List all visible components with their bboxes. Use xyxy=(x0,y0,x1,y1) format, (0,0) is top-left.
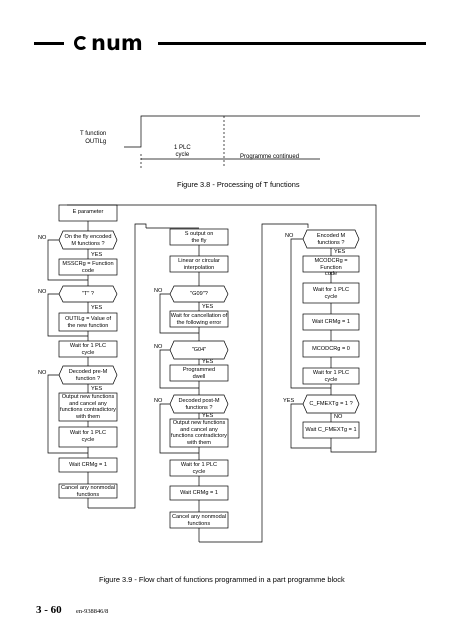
s-output-box: S output on the fly xyxy=(184,231,214,244)
wait-plc-box-3: Wait for 1 PLC cycle xyxy=(180,462,218,475)
linear-interp-box: Linear or circular interpolation xyxy=(178,258,220,271)
mcod0-box: MCODCRg = 0 xyxy=(312,346,350,352)
yes-label: YES xyxy=(202,359,214,365)
yes-label: YES xyxy=(334,249,346,255)
mss-box: MSSCRg = Function code xyxy=(62,261,114,274)
mcod-box: MCODCRg = Function code xyxy=(314,258,348,278)
programme-continued-label: Programme continued xyxy=(240,154,300,160)
no-label: NO xyxy=(38,370,47,376)
programmed-dwell-box: Programmed dwell xyxy=(182,367,216,380)
no-label: NO xyxy=(285,233,294,239)
yes-label: YES xyxy=(202,413,214,419)
wait-plc-box-4: Wait for 1 PLC cycle xyxy=(312,287,350,300)
no-label: NO xyxy=(38,235,47,241)
num-logo-text: num xyxy=(91,31,143,55)
decoded-pre-decision: Decoded pre-M function ? xyxy=(68,369,108,382)
yes-label: YES xyxy=(91,386,103,392)
no-label: NO xyxy=(38,289,47,295)
yes-label: YES xyxy=(202,304,214,310)
yes-label: YES xyxy=(91,305,103,311)
wait-crm-box-1: Wait CRMg = 1 xyxy=(69,462,107,468)
num-logo: num xyxy=(74,31,143,55)
wait-crm-box-2: Wait CRMg = 1 xyxy=(180,490,218,496)
c-fmext-decision: C_FMEXTg = 1 ? xyxy=(309,401,353,407)
wait-c-fmext-box: Wait C_FMEXTg = 1 xyxy=(305,427,357,433)
document-reference: en-938846/8 xyxy=(76,608,109,615)
t-function-label: T function OUTILg xyxy=(80,131,107,145)
outil-box: OUTILg = Value of the new function xyxy=(64,316,112,329)
no-label: NO xyxy=(154,344,163,350)
wait-plc-box-1: Wait for 1 PLC cycle xyxy=(69,343,107,356)
decoded-post-decision: Decoded post-M functions ? xyxy=(178,398,220,411)
yes-label: YES xyxy=(91,252,103,258)
no-label: NO xyxy=(154,398,163,404)
header-rule-right xyxy=(158,42,426,45)
plc-cycle-label: 1 PLC cycle xyxy=(174,145,191,158)
wait-plc-box-2: Wait for 1 PLC cycle xyxy=(69,430,107,443)
t-decision: "T" ? xyxy=(81,291,95,297)
header-rule-left xyxy=(34,42,64,45)
cancel-nonmodal-box-2: Cancel any nonmodal functions xyxy=(171,514,227,527)
encoded-m-decision: Encoded M functions ? xyxy=(316,233,346,246)
on-fly-decision: On the fly encoded M functions ? xyxy=(64,234,112,247)
no-label: NO xyxy=(334,414,343,420)
yes-label: YES xyxy=(283,398,295,404)
g04-decision: "G04" xyxy=(191,347,207,353)
no-label: NO xyxy=(154,288,163,294)
output-new-box-2: Output new functions and cancel any func… xyxy=(171,420,227,446)
figure-3-8-caption: Figure 3.8 - Processing of T functions xyxy=(177,180,300,189)
cancel-nonmodal-box-1: Cancel any nonmodal functions xyxy=(60,485,116,498)
e-parameter-box: E parameter xyxy=(72,209,104,215)
wait-cancel-box: Wait for cancellation of the following e… xyxy=(170,313,228,326)
wait-plc-box-5: Wait for 1 PLC cycle xyxy=(312,370,350,383)
wait-crm-box-3: Wait CRMg = 1 xyxy=(312,319,350,325)
num-logo-icon xyxy=(74,36,88,50)
page-number: 3 - 60 xyxy=(36,604,62,616)
figure-3-9-caption: Figure 3.9 - Flow chart of functions pro… xyxy=(99,575,345,584)
g09-decision: "G09"? xyxy=(190,291,208,297)
output-new-box-1: Output new functions and cancel any func… xyxy=(60,394,116,420)
